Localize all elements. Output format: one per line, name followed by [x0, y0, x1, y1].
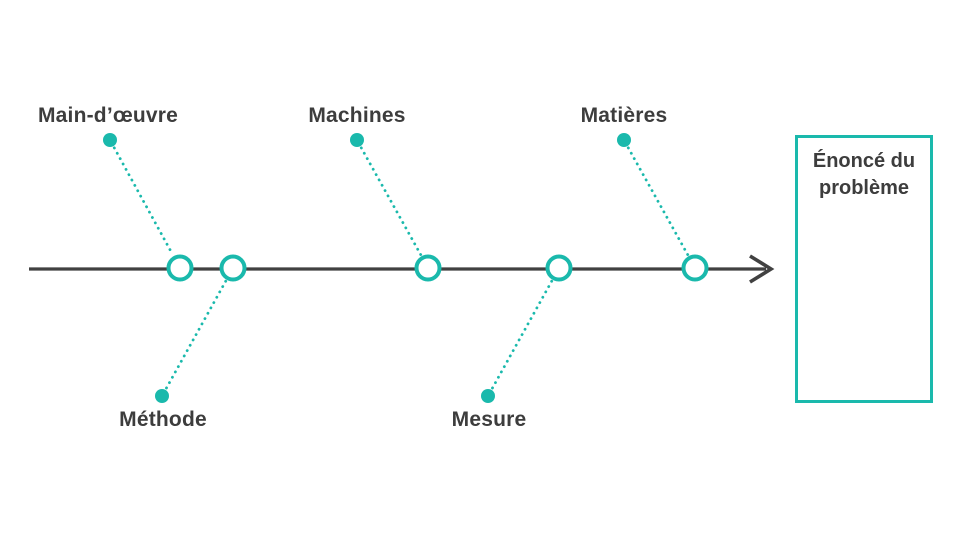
spine-node-circle — [219, 254, 247, 282]
branch-line-methode — [164, 279, 228, 390]
spine-node-circle — [414, 254, 442, 282]
branch-line-main-doeuvre — [112, 146, 175, 257]
cause-label-main-doeuvre: Main-d’œuvre — [37, 104, 179, 127]
cause-dot-methode — [155, 389, 169, 403]
cause-label-matieres: Matières — [580, 104, 668, 127]
cause-label-mesure: Mesure — [451, 408, 527, 431]
arrow-right-icon — [749, 254, 775, 284]
spine-node-circle — [681, 254, 709, 282]
branch-line-machines — [359, 146, 423, 257]
cause-dot-machines — [350, 133, 364, 147]
cause-label-machines: Machines — [308, 104, 406, 127]
problem-statement-label: Énoncé du problème — [812, 150, 916, 199]
problem-statement-box: Énoncé du problème — [795, 135, 933, 403]
branch-line-matieres — [626, 146, 690, 257]
cause-dot-mesure — [481, 389, 495, 403]
cause-dot-main-doeuvre — [103, 133, 117, 147]
branch-line-mesure — [490, 279, 554, 390]
spine-node-circle — [545, 254, 573, 282]
spine-node-circle — [166, 254, 194, 282]
cause-dot-matieres — [617, 133, 631, 147]
cause-label-methode: Méthode — [119, 408, 207, 431]
